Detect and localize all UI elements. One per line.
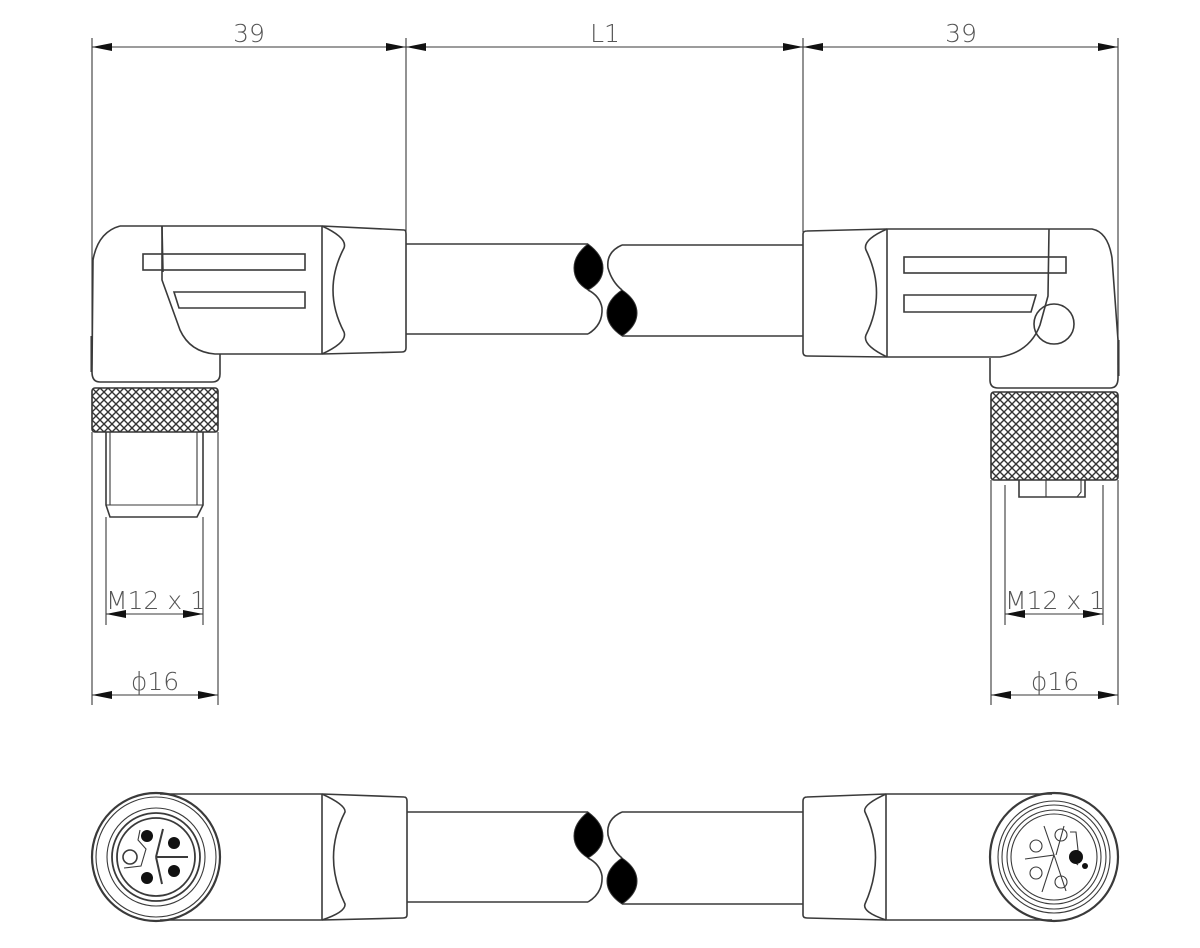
right-knurled-nut — [990, 391, 1119, 481]
dim-right-length: 39 — [945, 19, 977, 48]
right-thread-label: M12 x 1 — [1005, 586, 1105, 615]
right-lower-dimensions: M12 x 1 ϕ16 — [990, 480, 1119, 705]
left-thread-label: M12 x 1 — [106, 586, 206, 615]
led-window-icon — [1033, 303, 1075, 345]
top-dimension-chain: 39 L1 39 — [91, 19, 1119, 365]
right-diameter-label: ϕ16 — [1031, 667, 1079, 696]
cable-break-symbol — [573, 243, 604, 291]
cable-bottom-view — [407, 811, 803, 905]
dim-left-length: 39 — [233, 19, 265, 48]
cable-side-view — [406, 243, 803, 337]
left-connector-bottom-view — [90, 791, 408, 923]
left-connector-side-view — [90, 225, 407, 518]
male-pin-face-icon — [122, 828, 188, 885]
left-diameter-label: ϕ16 — [131, 667, 179, 696]
right-connector-bottom-view — [802, 791, 1120, 923]
cable-break-symbol-bottom — [573, 811, 604, 859]
left-knurled-nut — [91, 387, 219, 433]
female-socket-face-icon — [1024, 825, 1088, 893]
dim-cable-length: L1 — [590, 19, 620, 48]
left-lower-dimensions: M12 x 1 ϕ16 — [91, 432, 219, 705]
right-connector-side-view — [802, 228, 1120, 498]
